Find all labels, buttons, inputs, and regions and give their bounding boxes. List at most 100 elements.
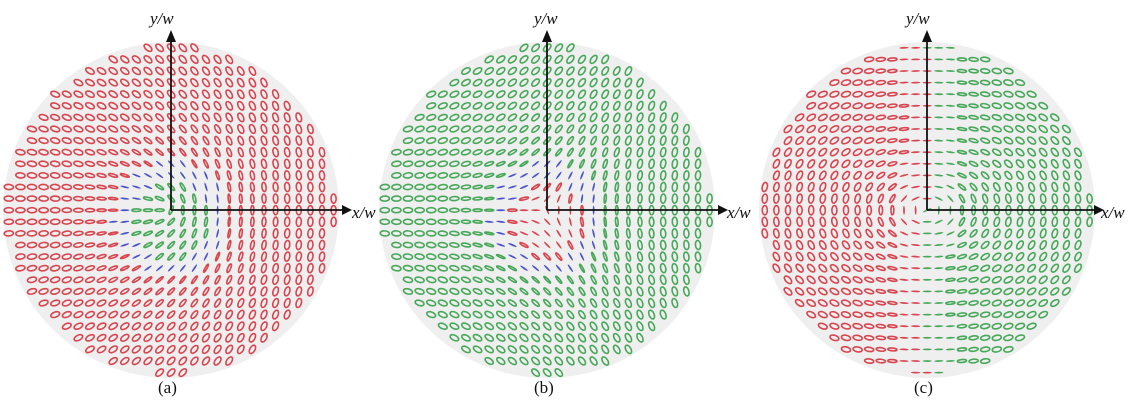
polarization-ellipse <box>472 219 483 224</box>
polarization-ellipse <box>566 356 575 366</box>
polarization-ellipse <box>625 228 631 239</box>
polarization-ellipse <box>863 323 875 330</box>
polarization-ellipse <box>155 148 165 157</box>
polarization-ellipse <box>306 286 314 297</box>
polarization-ellipse <box>956 80 968 85</box>
polarization-ellipse <box>979 311 991 318</box>
polarization-ellipse <box>683 181 690 193</box>
polarization-ellipse <box>84 78 96 87</box>
polarization-ellipse <box>449 113 460 122</box>
polarization-ellipse <box>694 262 702 274</box>
polarization-ellipse <box>38 160 49 168</box>
polarization-ellipse <box>49 183 61 191</box>
polarization-ellipse <box>659 170 667 181</box>
polarization-ellipse <box>911 360 921 362</box>
polarization-ellipse <box>829 159 839 169</box>
polarization-ellipse <box>783 263 793 273</box>
polarization-ellipse <box>167 275 176 284</box>
polarization-ellipse <box>993 216 1001 228</box>
polarization-ellipse <box>1016 193 1024 204</box>
polarization-ellipse <box>934 219 943 224</box>
polarization-ellipse <box>945 116 955 119</box>
polarization-ellipse <box>283 216 291 228</box>
polarization-ellipse <box>957 172 967 179</box>
polarization-ellipse <box>854 216 862 228</box>
polarization-ellipse <box>306 123 314 135</box>
polarization-ellipse <box>887 68 898 74</box>
polarization-ellipse <box>472 184 483 190</box>
polarization-ellipse <box>402 230 414 237</box>
polarization-ellipse <box>307 170 314 181</box>
polarization-ellipse <box>636 286 644 297</box>
polarization-ellipse <box>1050 147 1060 157</box>
polarization-ellipse <box>543 287 552 296</box>
polarization-ellipse <box>863 346 875 353</box>
polarization-ellipse <box>166 43 176 53</box>
polarization-ellipse <box>201 100 211 111</box>
polarization-ellipse <box>841 136 851 145</box>
polarization-ellipse <box>61 160 73 168</box>
polarization-ellipse <box>554 112 564 122</box>
polarization-ellipse <box>414 264 425 272</box>
polarization-ellipse <box>519 160 529 168</box>
polarization-ellipse <box>840 90 852 98</box>
polarization-ellipse <box>991 275 1002 284</box>
polarization-ellipse <box>625 262 632 274</box>
polarization-ellipse <box>61 125 73 133</box>
polarization-ellipse <box>96 196 107 201</box>
polarization-ellipse <box>659 100 667 111</box>
polarization-ellipse <box>887 241 898 249</box>
polarization-ellipse <box>1014 90 1026 98</box>
polarization-ellipse <box>507 322 518 331</box>
polarization-ellipse <box>887 277 898 283</box>
polarization-ellipse <box>531 356 541 366</box>
polarization-ellipse <box>202 275 210 285</box>
polarization-ellipse <box>191 159 198 169</box>
polarization-ellipse <box>26 160 38 168</box>
polarization-ellipse <box>980 171 990 180</box>
polarization-ellipse <box>495 125 506 133</box>
polarization-ellipse <box>484 113 495 122</box>
polarization-ellipse <box>922 336 932 339</box>
polarization-ellipse <box>225 321 234 332</box>
polarization-ellipse <box>155 310 165 319</box>
polarization-ellipse <box>830 228 839 239</box>
polarization-ellipse <box>143 89 153 99</box>
polarization-ellipse <box>981 182 990 192</box>
polarization-ellipse <box>216 228 219 238</box>
polarization-ellipse <box>934 371 944 374</box>
polarization-ellipse <box>426 90 437 98</box>
polarization-ellipse <box>887 57 898 62</box>
polarization-ellipse <box>519 356 529 366</box>
polarization-ellipse <box>214 135 222 146</box>
polarization-ellipse <box>1014 310 1026 319</box>
polarization-ellipse <box>425 137 437 145</box>
polarization-ellipse <box>968 80 979 86</box>
polarization-ellipse <box>213 332 222 343</box>
polarization-ellipse <box>472 333 483 342</box>
polarization-ellipse <box>829 287 840 296</box>
polarization-ellipse <box>602 170 608 181</box>
polarization-ellipse <box>968 335 979 341</box>
polarization-ellipse <box>613 135 621 146</box>
polarization-ellipse <box>601 89 610 100</box>
polarization-ellipse <box>589 321 598 332</box>
polarization-ellipse <box>887 80 898 85</box>
polarization-ellipse <box>214 286 222 297</box>
polarization-ellipse <box>1003 159 1013 169</box>
polarization-ellipse <box>190 66 199 76</box>
polarization-ellipse <box>887 312 898 317</box>
polarization-ellipse <box>213 66 222 76</box>
polarization-ellipse <box>84 299 96 307</box>
polarization-ellipse <box>238 170 244 181</box>
polarization-ellipse <box>806 287 817 296</box>
polarization-ellipse <box>460 101 472 110</box>
polarization-ellipse <box>73 219 84 225</box>
polarization-ellipse <box>96 253 107 260</box>
polarization-ellipse <box>841 264 851 273</box>
polarization-ellipse <box>190 124 199 134</box>
polarization-ellipse <box>236 66 245 76</box>
polarization-ellipse <box>108 345 119 354</box>
polarization-ellipse <box>119 310 130 319</box>
panel-b-polarization-marks <box>379 43 713 378</box>
